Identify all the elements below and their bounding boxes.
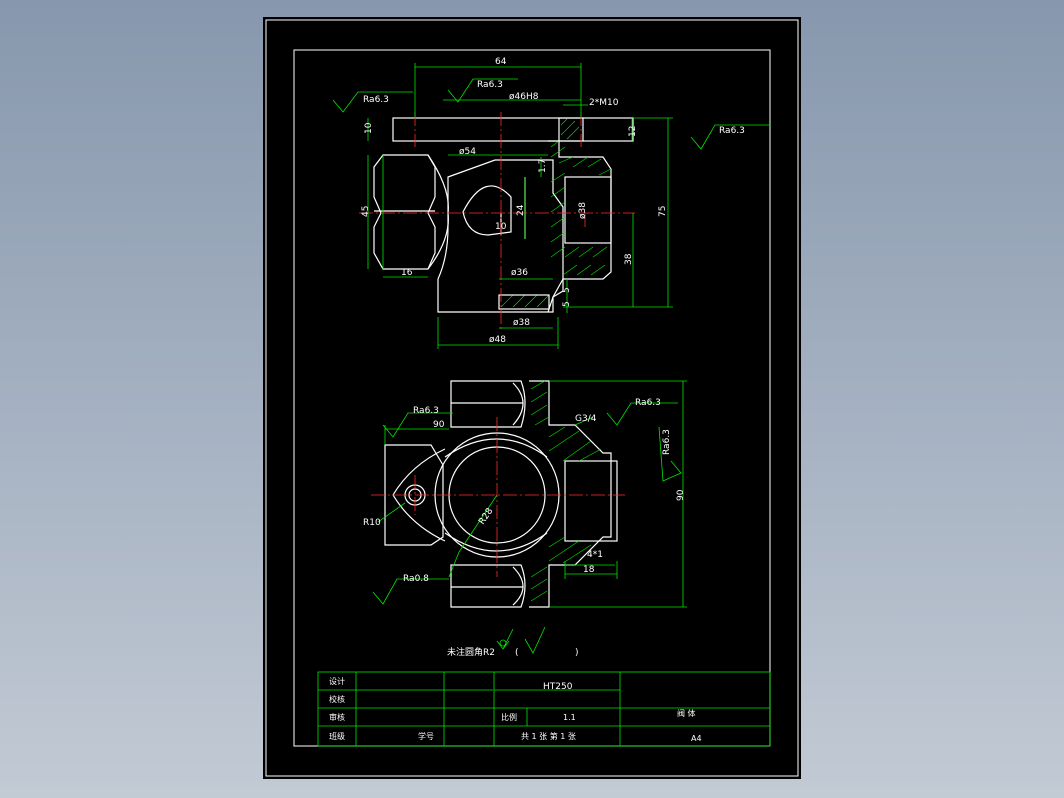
lower-hex [450,564,526,608]
dim-75: 75 [658,206,668,217]
bottom-dimension-lines [377,380,687,608]
dim-90-v: 90 [676,489,686,501]
ra-bottom-right-label: Ra6.3 [635,398,661,408]
ra-bottom-left [382,412,453,438]
right-port-bottom [564,460,618,542]
left-flange [384,444,444,546]
dim-d38-inner: ø38 [578,202,588,219]
dim-g34: G3/4 [575,414,597,424]
dim-4x1: 4*1 [587,550,603,560]
cad-drawing: 64 Ra6.3 Ra6.3 ø46H8 2*M10 10 12 Ra6.3 ø… [265,19,799,777]
upper-hex [450,380,526,428]
inner-frame [293,49,771,747]
material: HT250 [543,682,573,692]
outer-frame [265,19,799,777]
student-no-label: 学号 [418,731,434,741]
dim-90-h: 90 [433,420,445,430]
center-port [462,185,512,236]
dim-r10: R10 [363,518,381,528]
dim-d54: ø54 [459,147,476,157]
dim-5-a: 5 [562,287,572,293]
note-ra-symbol [496,628,514,650]
right-port [564,176,612,244]
note-paren-open: ( [515,648,519,658]
dim-38: 38 [624,253,634,265]
dim-d38-bottom: ø38 [513,318,530,328]
ra-right-label: Ra6.3 [719,126,745,136]
drawing-sheet: 64 Ra6.3 Ra6.3 ø46H8 2*M10 10 12 Ra6.3 ø… [263,17,801,779]
ra-vertical-label: Ra6.3 [662,429,672,455]
dim-64: 64 [495,57,507,67]
ra-top-left-label: Ra6.3 [363,95,389,105]
ra-symbol-top-mid [447,78,518,103]
valve-body-outline [437,159,564,313]
top-flange [392,117,634,142]
dim-16: 16 [401,268,413,278]
dim-45: 45 [361,206,371,217]
dim-r28: R28 [477,506,495,526]
top-view: 64 Ra6.3 Ra6.3 ø46H8 2*M10 10 12 Ra6.3 ø… [332,57,771,349]
dim-12: 12 [628,126,638,137]
sheet-count: 共 1 张 第 1 张 [521,731,576,741]
dim-18: 18 [583,565,595,575]
dim-10-small: 10 [495,222,507,232]
general-note: 未注圆角R2 ( ) [447,626,579,658]
ra-top-mid-label: Ra6.3 [477,80,503,90]
dim-24: 24 [516,204,526,216]
bottom-hatch [530,380,602,602]
ra-symbol-right [690,124,771,150]
note-check [524,626,546,654]
dim-10: 10 [364,122,374,134]
right-section [547,140,612,313]
dim-d48: ø48 [489,335,506,345]
designer-label: 设计 [329,676,345,686]
right-body [529,380,612,608]
dim-5-b: 5 [562,301,572,307]
top-dimension-lines [367,63,673,349]
bottom-view: Ra6.3 90 G3/4 Ra6.3 Ra6.3 90 R10 R28 4*1… [363,380,687,608]
ra-vertical [658,426,682,482]
ra-bottom-left-label: Ra6.3 [413,406,439,416]
scale-value: 1.1 [563,713,576,722]
ra-08-symbol [372,578,449,605]
section-hatch [500,118,612,308]
reviewer-label: 审核 [329,712,345,722]
paper-size: A4 [691,734,702,743]
ra-symbol-top-left [332,91,413,113]
title-block [317,671,771,747]
dim-1-7: 1.7 [538,159,548,173]
dim-m10: 2*M10 [589,98,619,108]
checker-label: 校核 [329,694,345,704]
ra-bottom-right [606,402,678,426]
class-label: 班级 [329,731,345,741]
dim-d36: ø36 [511,268,528,278]
scale-label: 比例 [501,712,517,722]
ra-08-label: Ra0.8 [403,574,429,584]
part-name: 阀 体 [677,708,696,718]
note-paren-close: ) [575,648,579,658]
dim-d46h8: ø46H8 [509,92,539,102]
note-text: 未注圆角R2 [447,646,495,658]
